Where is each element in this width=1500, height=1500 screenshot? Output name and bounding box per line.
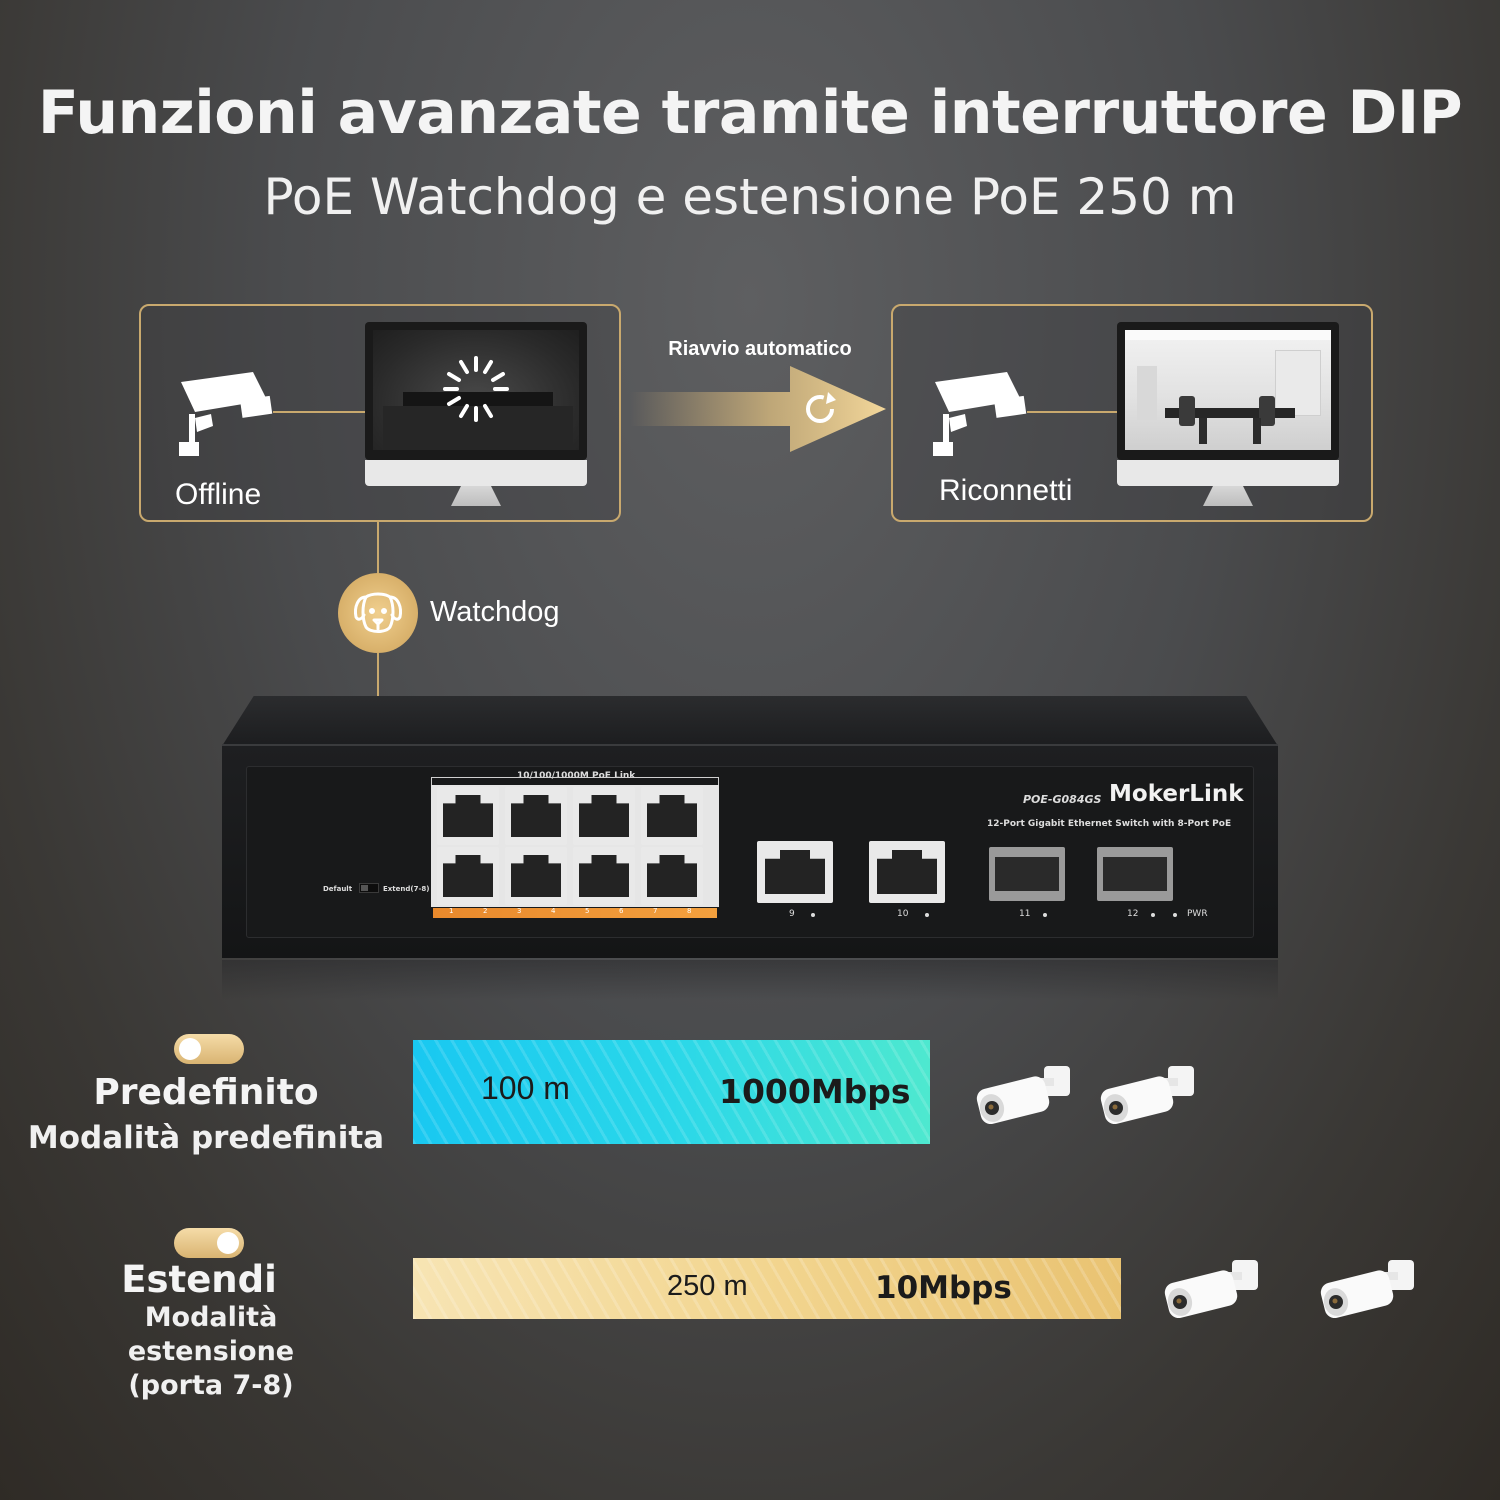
port-number: 5 — [585, 907, 590, 915]
extend-mode-name: Estendi — [121, 1258, 277, 1301]
extend-distance: 250 m — [667, 1270, 748, 1302]
extend-mode-description-line: estensione — [127, 1336, 295, 1367]
toggle-switch-icon — [174, 1034, 244, 1064]
default-speed: 1000Mbps — [719, 1072, 911, 1111]
watchdog-line-bottom — [377, 653, 379, 696]
default-mode-bar: 100 m 1000Mbps — [413, 1040, 930, 1144]
reconnect-panel: Riconnetti — [891, 304, 1373, 522]
extend-mode-description-line: (porta 7-8) — [128, 1370, 294, 1401]
model-number: POE-G084GS — [1023, 793, 1102, 806]
sfp-port-12[interactable] — [1097, 847, 1173, 901]
port-group-bracket — [431, 777, 719, 785]
auto-restart-label: Riavvio automatico — [668, 338, 852, 360]
port-9[interactable] — [757, 841, 833, 903]
port-10[interactable] — [869, 841, 945, 903]
bullet-camera-icon — [976, 1066, 1070, 1125]
toggle-switch-icon — [174, 1228, 244, 1258]
offline-panel: Offline — [139, 304, 621, 522]
pwr-label: PWR — [1187, 909, 1208, 919]
bullet-camera-icon — [1320, 1260, 1414, 1319]
cctv-camera-icon — [179, 372, 273, 456]
port-number: 6 — [619, 907, 624, 915]
power-led — [1173, 913, 1177, 917]
sfp-port-11[interactable] — [989, 847, 1065, 901]
port-block — [431, 785, 719, 907]
port-number: 10 — [897, 909, 909, 919]
port-group-label: 10/100/1000M PoE Link — [517, 771, 636, 781]
port-number: 7 — [653, 907, 658, 915]
offline-label: Offline — [175, 478, 262, 511]
status-led — [1043, 913, 1047, 917]
bullet-camera-icon — [1100, 1066, 1194, 1125]
page-subtitle: PoE Watchdog e estensione PoE 250 m — [263, 168, 1237, 226]
default-mode-description: Modalità predefinita — [27, 1120, 385, 1156]
dip-switch[interactable] — [359, 883, 379, 893]
port-number: 9 — [789, 909, 795, 919]
port-number: 12 — [1127, 909, 1139, 919]
port-number: 4 — [551, 907, 556, 915]
device-description: 12-Port Gigabit Ethernet Switch with 8-P… — [987, 819, 1232, 829]
status-led — [925, 913, 929, 917]
brand-logo: MokerLink — [1109, 781, 1244, 807]
auto-restart-arrow — [630, 366, 886, 452]
camera-connector-line — [1027, 411, 1117, 413]
refresh-icon — [806, 392, 836, 423]
port-number: 2 — [483, 907, 488, 915]
poe-switch: 10/100/1000M PoE Link 1 2 3 4 5 6 7 — [222, 696, 1278, 958]
status-led — [811, 913, 815, 917]
watchdog-badge — [338, 573, 418, 653]
poe-indicator-strip: 1 2 3 4 5 6 7 8 — [433, 907, 717, 918]
status-led — [1151, 913, 1155, 917]
page-title: Funzioni avanzate tramite interruttore D… — [37, 78, 1463, 148]
reconnect-label: Riconnetti — [939, 474, 1073, 507]
cctv-camera-icon — [933, 372, 1027, 456]
default-distance: 100 m — [481, 1070, 570, 1106]
loading-spinner-icon — [443, 356, 509, 422]
port-number: 8 — [687, 907, 692, 915]
port-number: 1 — [449, 907, 454, 915]
dog-face-icon — [354, 592, 402, 633]
dip-extend-label: Extend(7-8) — [383, 885, 430, 893]
bullet-camera-icon — [1164, 1260, 1258, 1319]
port-number: 3 — [517, 907, 522, 915]
dip-default-label: Default — [323, 885, 353, 893]
extend-speed: 10Mbps — [875, 1270, 1012, 1306]
camera-connector-line — [273, 411, 365, 413]
switch-reflection — [222, 960, 1278, 1000]
watchdog-label: Watchdog — [430, 596, 560, 628]
default-mode-name: Predefinito — [93, 1072, 319, 1113]
extend-mode-bar: 250 m 10Mbps — [413, 1258, 1121, 1319]
watchdog-line-top — [377, 522, 379, 573]
port-number: 11 — [1019, 909, 1031, 919]
extend-mode-description-line: Modalità — [144, 1302, 278, 1333]
